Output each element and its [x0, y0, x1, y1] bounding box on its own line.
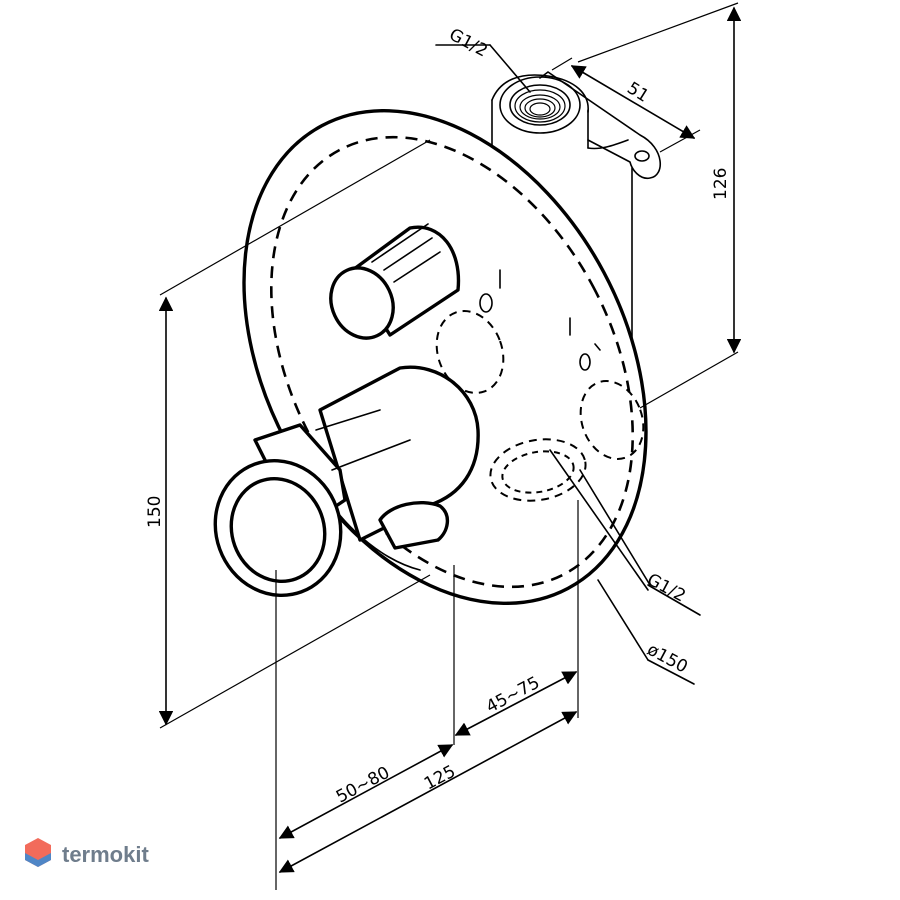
height-126-label: 126 [711, 168, 731, 200]
depth-45-75-label: 45~75 [483, 673, 543, 718]
termokit-logo-icon [25, 838, 51, 867]
top-thread-label: G1/2 [446, 25, 491, 62]
depth-50-80-label: 50~80 [333, 763, 393, 808]
top-inlet [499, 76, 581, 134]
dim-150: 150 [145, 139, 431, 729]
watermark-brand-text: termokit [62, 842, 149, 867]
dim-126: 126 [577, 2, 742, 409]
termokit-watermark: termokit [25, 838, 149, 867]
diverter-knob [329, 223, 461, 340]
side-thread-label: G1/2 [644, 570, 689, 607]
dim-125: 125 [278, 711, 578, 873]
dim-50-80: 50~80 [278, 744, 454, 839]
total-125-label: 125 [421, 762, 459, 795]
plate-diameter-label: ø150 [644, 640, 691, 678]
dim-51: 51 [551, 57, 701, 153]
depth-51-label: 51 [623, 78, 652, 106]
main-handle [213, 365, 480, 598]
mounting-bracket [539, 71, 662, 180]
height-150-label: 150 [145, 496, 165, 528]
dim-45-75: 45~75 [454, 671, 578, 736]
hidden-ports [435, 269, 645, 502]
